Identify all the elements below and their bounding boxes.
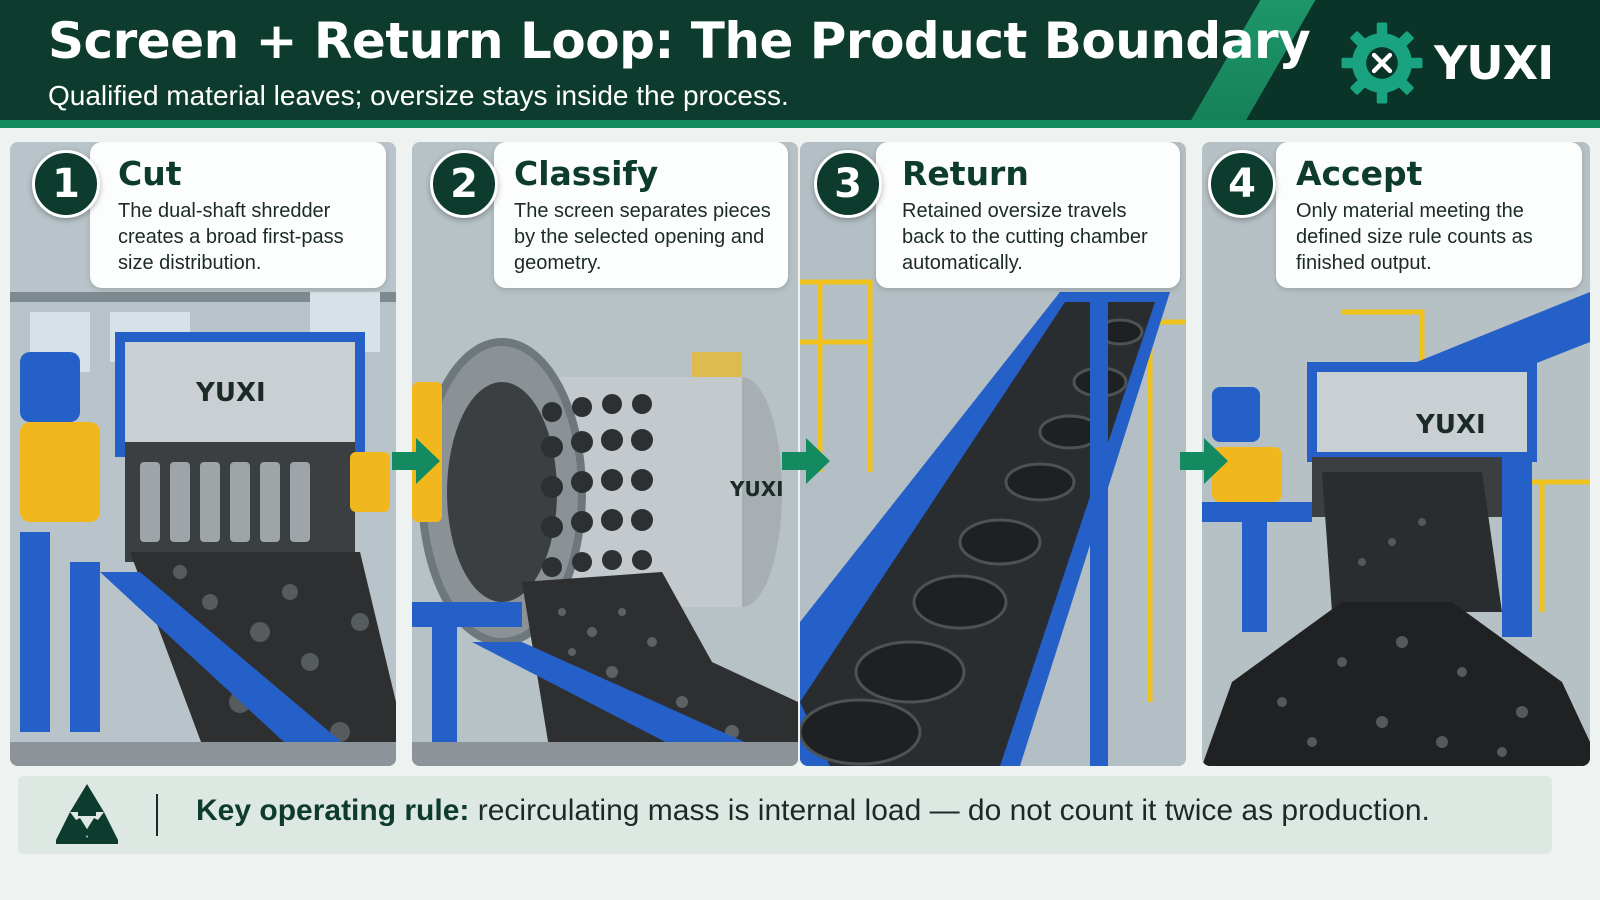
- arrow-right-icon: [782, 438, 830, 484]
- step-title: Return: [902, 154, 1029, 193]
- step-description: Retained oversize travels back to the cu…: [902, 200, 1148, 274]
- step-callout: [494, 142, 788, 288]
- recycle-icon: [56, 784, 118, 844]
- step-description: Only material meeting the defined size r…: [1296, 200, 1533, 274]
- step-callout: [1276, 142, 1582, 288]
- brand-logo-text: YUXI: [1434, 36, 1554, 90]
- step-panel-accept: YUXI 4 Accept Only material meeting the …: [1202, 142, 1590, 766]
- step-description: The screen separates pieces by the selec…: [514, 200, 771, 274]
- brand-logo: YUXI: [1338, 18, 1578, 108]
- step-title: Accept: [1296, 154, 1423, 193]
- header-banner: Screen + Return Loop: The Product Bounda…: [0, 0, 1600, 128]
- step-callout: [90, 142, 386, 288]
- step-panel-return: 3 Return Retained oversize travels back …: [800, 142, 1186, 766]
- gear-logo-icon: [1341, 22, 1423, 104]
- step-callout: [876, 142, 1180, 288]
- key-rule-label: Key operating rule:: [196, 794, 470, 827]
- page-subtitle: Qualified material leaves; oversize stay…: [48, 80, 789, 111]
- arrow-right-icon: [392, 438, 440, 484]
- step-number-badge: 3: [814, 150, 882, 218]
- step-number-badge: 1: [32, 150, 100, 218]
- step-description: The dual-shaft shredder creates a broad …: [118, 200, 344, 274]
- page-title: Screen + Return Loop: The Product Bounda…: [48, 12, 1311, 70]
- step-number-badge: 4: [1208, 150, 1276, 218]
- footer-divider: [156, 794, 158, 836]
- step-title: Classify: [514, 154, 659, 193]
- step-panel-cut: YUXI 1 Cut The dual-shaft shredder creat…: [10, 142, 396, 766]
- return-conveyor-illustration: [800, 142, 1186, 766]
- header-divider: [0, 120, 1600, 128]
- key-rule-footer: Key operating rule: recirculating mass i…: [18, 776, 1552, 854]
- step-title: Cut: [118, 154, 182, 193]
- arrow-right-icon: [1180, 438, 1228, 484]
- machine-brand-label: YUXI: [196, 378, 266, 408]
- key-rule-body: recirculating mass is internal load — do…: [469, 794, 1430, 827]
- step-panel-classify: YUXI 2 Classify The screen separates pie…: [412, 142, 798, 766]
- machine-brand-label: YUXI: [730, 477, 784, 501]
- machine-brand-label: YUXI: [1416, 410, 1486, 440]
- key-rule-text: Key operating rule: recirculating mass i…: [196, 794, 1430, 828]
- step-number-badge: 2: [430, 150, 498, 218]
